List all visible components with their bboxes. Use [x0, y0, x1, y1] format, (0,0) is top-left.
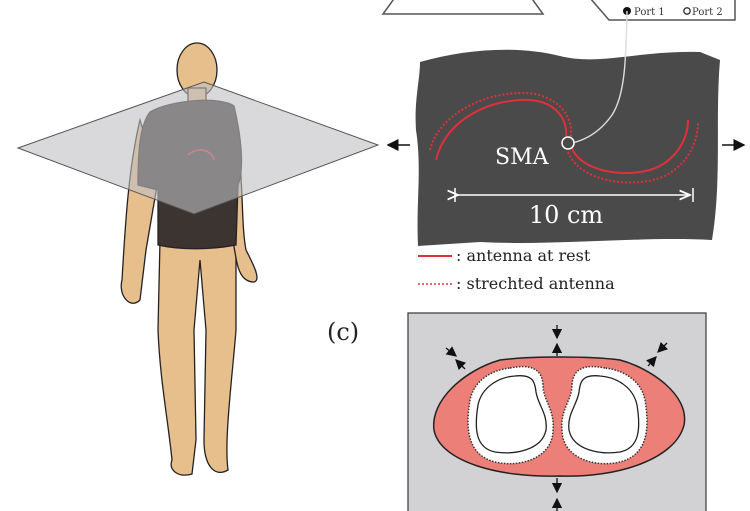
- vna-box: Port 1 Port 2: [590, 0, 736, 21]
- thorax-cross-section: [407, 312, 707, 511]
- scale-label: 10 cm: [529, 201, 604, 229]
- sma-label: SMA: [495, 145, 550, 170]
- device-outline: [381, 0, 545, 15]
- panel-c-label: (c): [327, 318, 359, 346]
- legend-stretched-label: : strechted antenna: [456, 274, 615, 293]
- coax-cable: [571, 10, 628, 144]
- port2-icon: [683, 7, 691, 15]
- port1-label: Port 1: [634, 7, 665, 18]
- transverse-plane: [16, 81, 380, 215]
- port2-label: Port 2: [692, 7, 723, 18]
- legend-rest-label: : antenna at rest: [456, 246, 591, 265]
- spiral-antenna: [429, 92, 699, 184]
